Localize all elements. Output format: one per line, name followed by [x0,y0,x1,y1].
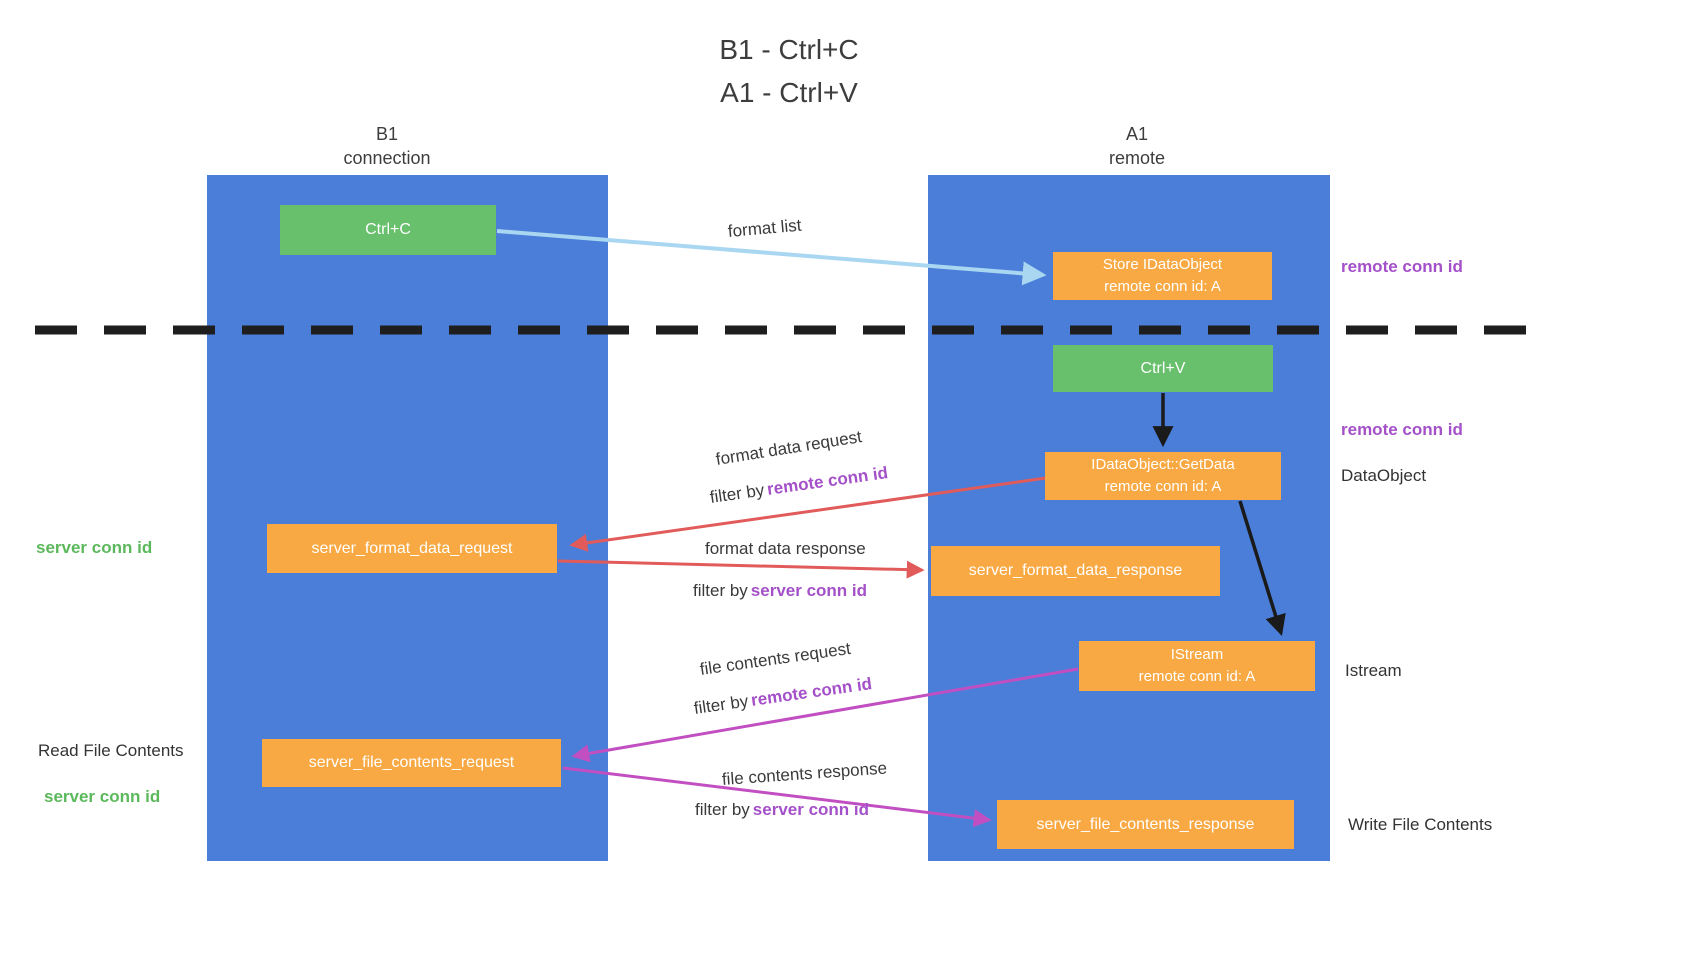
lane-a1-name: A1 [1125,124,1149,144]
server-file-contents-request-label: server_file_contents_request [308,754,515,771]
remote-conn-id-side-label-mid: remote conn id [1341,420,1463,439]
lane-b1-subtitle: connection [343,148,431,168]
title-line-2: A1 - Ctrl+V [720,77,858,108]
store-idataobject-line1: Store IDataObject [1102,256,1223,273]
server-conn-id-inline-1: server conn id [750,581,868,600]
dataobject-side-label: DataObject [1341,466,1427,485]
ctrl-c-node: Ctrl+C [280,205,496,255]
store-idataobject-node: Store IDataObject remote conn id: A [1053,252,1272,300]
server-conn-id-inline-2: server conn id [752,800,870,819]
lane-header-b1: B1 connection [187,122,587,170]
file-contents-request-arrow [571,667,1079,763]
title-line-1: B1 - Ctrl+C [719,34,859,65]
server-format-data-request-node: server_format_data_request [267,524,557,573]
server-file-contents-request-node: server_file_contents_request [262,739,561,787]
ctrl-c-label: Ctrl+C [365,221,411,238]
store-idataobject-line2: remote conn id: A [1104,278,1221,295]
istream-side-label: Istream [1345,661,1402,680]
format-list-arrow [496,229,1047,286]
istream-line2: remote conn id: A [1138,668,1256,685]
lane-header-a1: A1 remote [937,122,1337,170]
server-conn-id-side-label-bottom: server conn id [44,787,161,806]
filter-by-prefix-4: filter by [695,800,750,819]
getdata-line2: remote conn id: A [1104,478,1222,495]
server-file-contents-response-label: server_file_contents_response [1036,815,1255,833]
write-file-contents-side-label: Write File Contents [1348,815,1493,834]
server-format-data-request-label: server_format_data_request [311,539,513,557]
format-data-response-arrow [557,559,925,579]
filter-by-prefix-2: filter by [693,581,748,600]
remote-conn-id-side-label-top: remote conn id [1341,257,1463,276]
format-data-request-arrow [569,476,1047,552]
istream-node: IStream remote conn id: A [1079,641,1315,691]
server-format-data-response-node: server_format_data_response [931,546,1220,596]
diagram-title: B1 - Ctrl+C A1 - Ctrl+V [539,28,1039,114]
format-data-response-edge-label: format data response [705,539,866,558]
istream-line1: IStream [1170,646,1224,663]
read-file-contents-side-label: Read File Contents [38,741,184,760]
server-conn-id-side-label-top: server conn id [36,538,153,557]
server-file-contents-response-node: server_file_contents_response [997,800,1294,849]
file-contents-response-arrow [562,766,992,828]
ctrl-v-label: Ctrl+V [1140,359,1186,377]
idataobject-getdata-node: IDataObject::GetData remote conn id: A [1045,452,1281,500]
lane-b1-name: B1 [375,124,399,144]
getdata-to-istream-arrow [1238,500,1286,637]
ctrl-v-node: Ctrl+V [1053,345,1273,392]
lane-a1-subtitle: remote [1108,148,1166,168]
getdata-line1: IDataObject::GetData [1091,456,1235,473]
server-format-data-response-label: server_format_data_response [968,562,1183,579]
